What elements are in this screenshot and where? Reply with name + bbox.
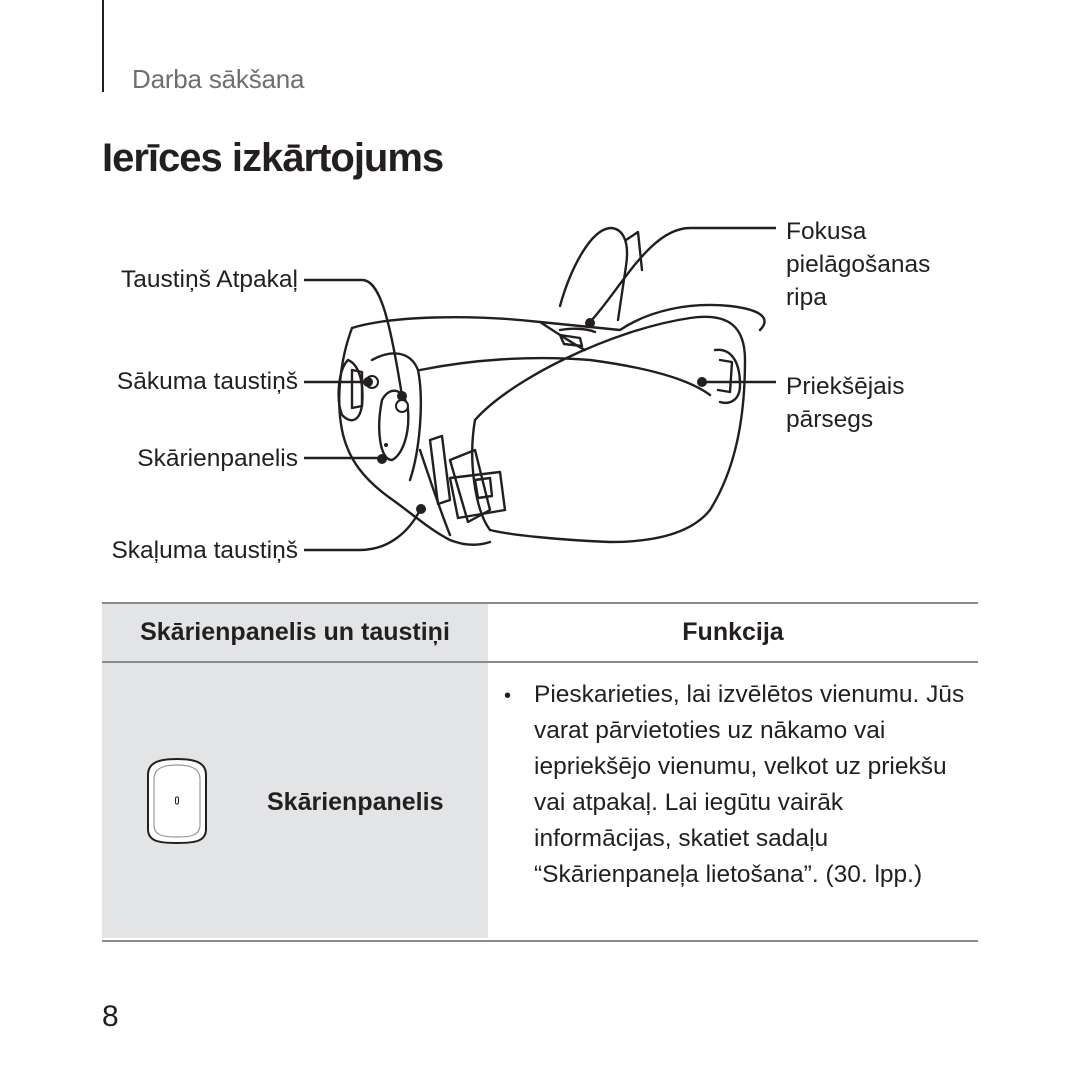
callout-volume-key: Skaļuma taustiņš [111, 537, 298, 564]
table-row-key-name: Skārienpanelis [267, 788, 444, 816]
table-header-function: Funkcija [488, 604, 978, 663]
page-number: 8 [102, 1000, 119, 1033]
section-rule [102, 0, 104, 92]
callout-focus-wheel-line-2: pielāgošanas [786, 251, 931, 278]
table-header-keys: Skārienpanelis un taustiņi [102, 604, 488, 663]
callout-front-cover-line-1: Priekšējais [786, 373, 905, 400]
callout-touchpad: Skārienpanelis [137, 445, 298, 472]
callout-front-cover-line-2: pārsegs [786, 406, 874, 433]
table-row-function-text: Pieskarieties, lai izvēlētos vienumu. Jū… [534, 681, 965, 888]
table-row-key-cell: Skārienpanelis [102, 663, 488, 938]
bullet-icon: • [504, 685, 512, 707]
callout-focus-wheel-line-1: Fokusa [786, 218, 867, 245]
callout-focus-wheel-line-3: ripa [786, 284, 827, 311]
callout-home-key: Sākuma taustiņš [116, 368, 298, 395]
callout-focus-wheel: Fokusa pielāgošanas ripa [786, 215, 930, 314]
callout-front-cover: Priekšējais pārsegs [786, 370, 904, 436]
table-header-function-label: Funkcija [682, 618, 784, 646]
device-layout-diagram: Taustiņš Atpakaļ Sākuma taustiņš Skārien… [90, 210, 990, 580]
callout-back-key: Taustiņš Atpakaļ [120, 266, 298, 293]
function-table: Skārienpanelis un taustiņi Funkcija Skār… [102, 602, 978, 942]
gear-vr-headset-illustration [304, 226, 776, 552]
table-row-function-cell: • Pieskarieties, lai izvēlētos vienumu. … [488, 663, 978, 938]
table-header-keys-label: Skārienpanelis un taustiņi [140, 618, 450, 646]
section-label: Darba sākšana [132, 64, 305, 94]
touchpad-icon [147, 757, 207, 845]
page-title: Ierīces izkārtojums [102, 136, 444, 180]
